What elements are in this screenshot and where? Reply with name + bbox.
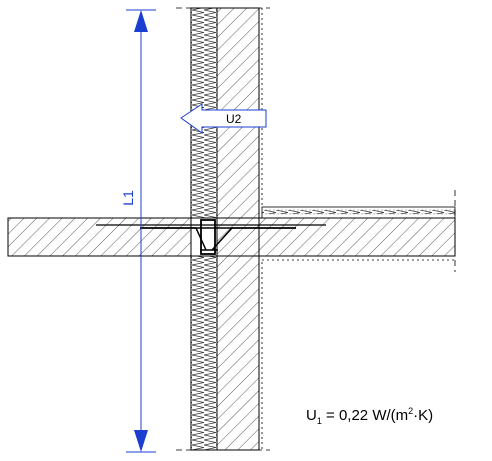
- u-value-text: = 0,22 W/(m: [321, 407, 409, 424]
- dimension-arrow-bottom: [134, 430, 148, 452]
- u-unit-tail: ·K): [413, 407, 434, 424]
- reinforcement-diagonal-outer: [140, 227, 207, 251]
- u2-arrow: [180, 103, 267, 134]
- dimension-label: L1: [120, 190, 136, 206]
- u-index: 1: [316, 416, 322, 426]
- reinforcement-diagonal-inner: [211, 227, 296, 251]
- dimension-arrow-top: [134, 10, 148, 32]
- u-exponent: 2: [408, 406, 414, 416]
- floor-slab: [258, 217, 456, 257]
- floor-insulation-strip: [262, 210, 455, 214]
- u2-label: U2: [226, 112, 242, 126]
- u-value-formula: U1 = 0,22 W/(m2·K): [306, 406, 433, 426]
- u-symbol: U: [306, 407, 317, 424]
- balcony-slab: [7, 217, 192, 257]
- insulation-lower: [190, 255, 218, 451]
- wall-lower: [216, 255, 260, 451]
